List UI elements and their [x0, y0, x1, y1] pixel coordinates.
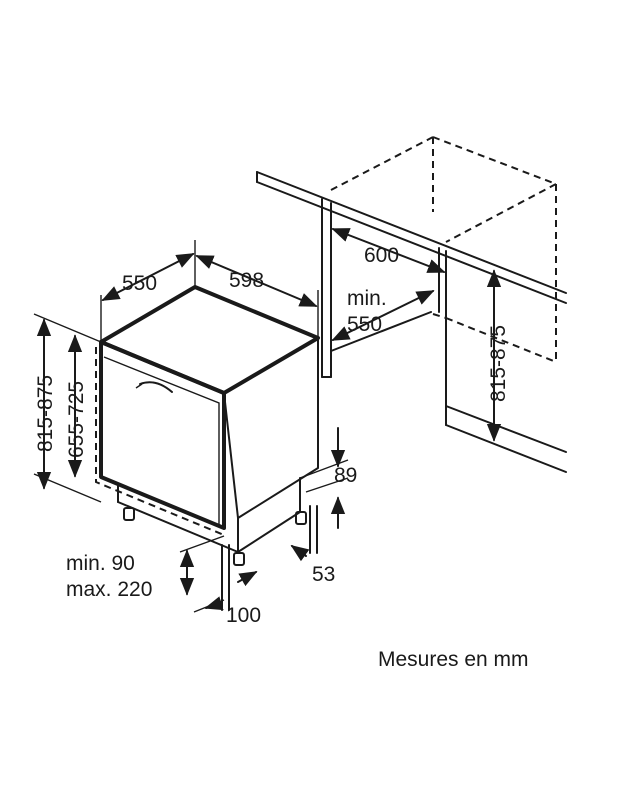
appliance-door	[99, 340, 226, 530]
plinth-min-label: min. 90	[66, 552, 135, 575]
niche-height-label: 815-875	[487, 325, 510, 402]
countertop	[256, 171, 567, 304]
dimension-lines	[33, 228, 502, 613]
door-handle-icon	[139, 381, 173, 393]
plinth-max-label: max. 220	[66, 578, 152, 601]
plinth-depth-label: 100	[226, 604, 261, 627]
door-height-label: 655-725	[65, 381, 88, 458]
niche-min-value: 550	[347, 313, 382, 336]
appliance-height-label: 815-875	[34, 375, 57, 452]
dishwasher-appliance	[95, 285, 320, 566]
niche-min-label: min.	[347, 287, 387, 310]
plinth-top-label: 89	[334, 464, 357, 487]
foot-height-label: 53	[312, 563, 335, 586]
door-dashed-outline	[95, 347, 225, 536]
depth-label: 550	[122, 272, 157, 295]
niche-width-label: 600	[364, 244, 399, 267]
feet	[123, 507, 307, 566]
cabinet-dashed-outline	[330, 136, 557, 363]
units-caption: Mesures en mm	[378, 648, 529, 671]
cabinet-niche	[256, 136, 567, 473]
width-label: 598	[229, 269, 264, 292]
plinth	[117, 477, 301, 553]
appliance-top	[99, 285, 320, 395]
appliance-side	[223, 337, 319, 519]
